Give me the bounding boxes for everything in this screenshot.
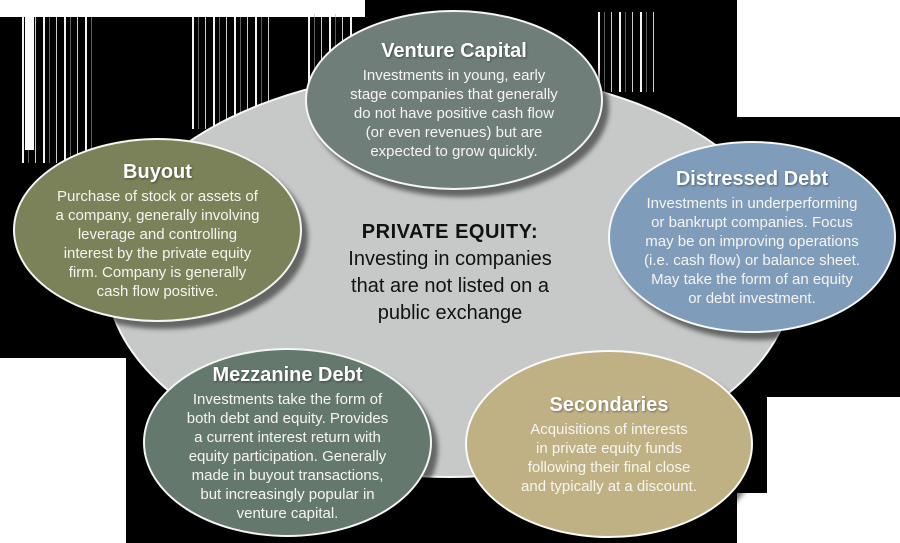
node-title-distressed-debt: Distressed Debt	[675, 167, 829, 190]
node-title-mezzanine-debt: Mezzanine Debt	[212, 363, 363, 386]
scanline-bar-artifact	[25, 17, 34, 150]
node-body-buyout: Purchase of stock or assets of a company…	[55, 187, 260, 300]
node-body-venture-capital: Investments in young, early stage compan…	[350, 67, 558, 160]
center-text-block: PRIVATE EQUITY: Investing in companies t…	[285, 219, 615, 327]
node-title-buyout: Buyout	[123, 160, 192, 183]
node-distressed-debt: Distressed Debt Investments in underperf…	[608, 141, 896, 333]
transparency-artifact-top-strip	[0, 0, 365, 17]
center-subtitle: Investing in companies that are not list…	[348, 248, 552, 324]
node-secondaries: Secondaries Acquisitions of interests in…	[465, 350, 753, 538]
transparency-artifact-bottom-left	[0, 358, 126, 543]
transparency-artifact-bottom-right	[767, 397, 900, 543]
center-title: PRIVATE EQUITY:	[361, 221, 539, 243]
node-body-secondaries: Acquisitions of interests in private equ…	[521, 420, 697, 495]
node-title-venture-capital: Venture Capital	[381, 40, 527, 62]
node-mezzanine-debt: Mezzanine Debt Investments take the form…	[143, 348, 432, 537]
scanline-artifact-right	[598, 12, 660, 92]
node-venture-capital: Venture Capital Investments in young, ea…	[305, 10, 603, 190]
node-title-secondaries: Secondaries	[549, 393, 669, 416]
transparency-artifact-bottom-right-small	[737, 493, 769, 543]
node-body-mezzanine-debt: Investments take the form of both debt a…	[186, 390, 389, 522]
node-body-distressed-debt: Investments in underperforming or bankru…	[644, 194, 860, 307]
node-buyout: Buyout Purchase of stock or assets of a …	[13, 138, 302, 322]
transparency-artifact-top-right	[737, 0, 900, 117]
